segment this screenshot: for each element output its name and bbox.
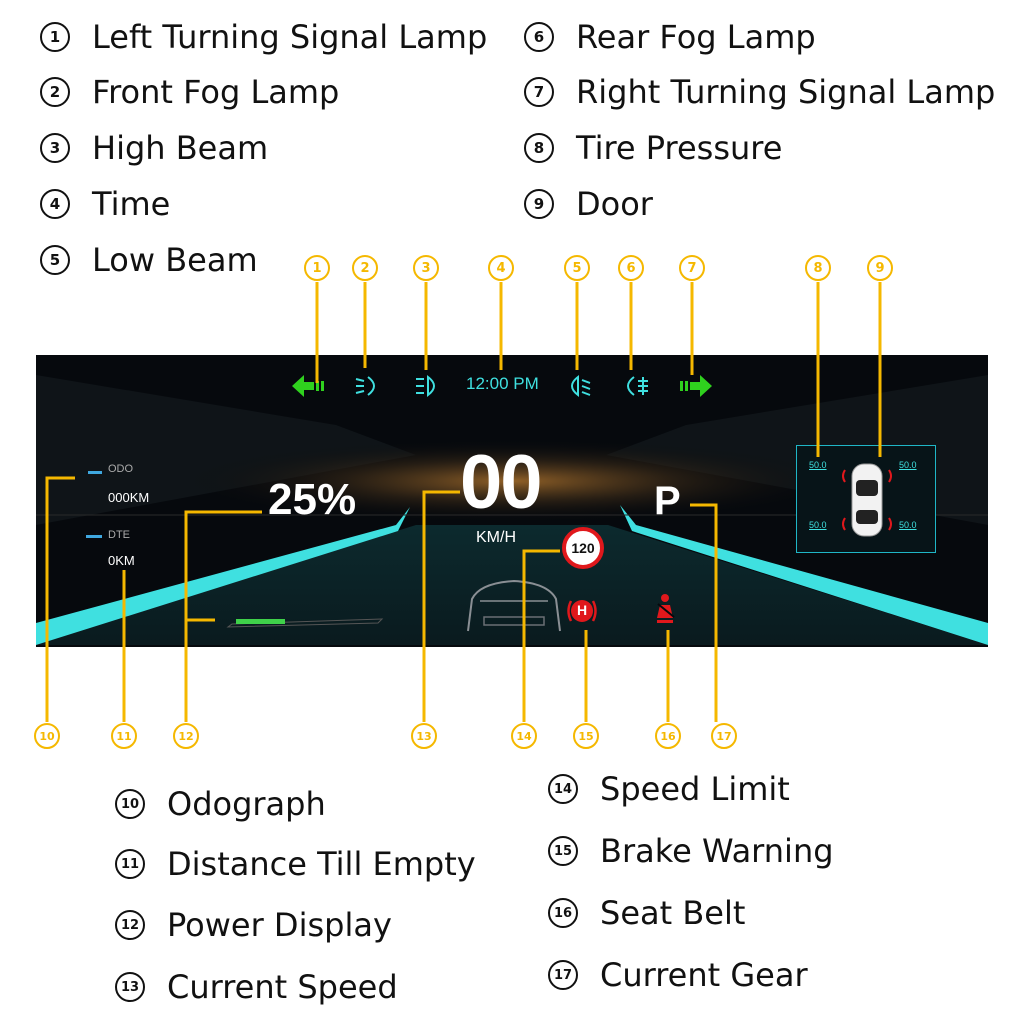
legend-label: Brake Warning [600,832,834,870]
legend-label: Tire Pressure [576,129,783,167]
callout-marker-17: 17 [711,723,737,749]
legend-label: High Beam [92,129,269,167]
speed-unit: KM/H [476,529,516,546]
legend-number: 14 [548,774,578,804]
legend-label: Odograph [167,785,326,823]
legend-label: Right Turning Signal Lamp [576,73,996,111]
speed-limit-value: 120 [571,540,595,556]
legend-label: Front Fog Lamp [92,73,340,111]
legend-number: 9 [524,189,554,219]
legend-item-1: 1 Left Turning Signal Lamp [40,18,487,56]
callout-marker-6: 6 [618,255,644,281]
front-fog-lamp-icon [355,376,375,396]
callout-marker-9: 9 [867,255,893,281]
rear-fog-lamp-icon [627,376,648,396]
legend-item-16: 16 Seat Belt [548,894,745,932]
legend-label: Current Gear [600,956,808,994]
callout-marker-15: 15 [573,723,599,749]
callout-marker-4: 4 [488,255,514,281]
legend-number: 12 [115,910,145,940]
legend-item-2: 2 Front Fog Lamp [40,73,339,111]
legend-item-8: 8 Tire Pressure [524,129,782,167]
callout-marker-3: 3 [413,255,439,281]
callout-marker-12: 12 [173,723,199,749]
tire-pressure-panel: 50.0 50.0 50.0 50.0 [796,445,936,553]
legend-label: Speed Limit [600,770,790,808]
legend-number: 6 [524,22,554,52]
legend-label: Low Beam [92,241,258,279]
seatbelt-warning-icon [657,594,675,623]
tire-front-left: 50.0 [809,460,827,470]
callout-marker-10: 10 [34,723,60,749]
callout-marker-16: 16 [655,723,681,749]
odo-label: ODO [108,463,134,475]
legend-item-6: 6 Rear Fog Lamp [524,18,816,56]
callout-marker-13: 13 [411,723,437,749]
legend-number: 17 [548,960,578,990]
callout-marker-14: 14 [511,723,537,749]
callout-marker-2: 2 [352,255,378,281]
legend-item-17: 17 Current Gear [548,956,808,994]
legend-number: 13 [115,972,145,1002]
legend-label: Power Display [167,906,392,944]
time-display: 12:00 PM [466,374,539,393]
legend-number: 2 [40,77,70,107]
legend-item-12: 12 Power Display [115,906,392,944]
legend-number: 3 [40,133,70,163]
legend-number: 7 [524,77,554,107]
legend-item-10: 10 Odograph [115,785,326,823]
legend-number: 16 [548,898,578,928]
speed-limit-sign: 120 [562,527,604,569]
legend-number: 10 [115,789,145,819]
dte-icon [86,535,102,538]
legend-number: 8 [524,133,554,163]
callout-marker-1: 1 [304,255,330,281]
legend-item-3: 3 High Beam [40,129,268,167]
low-beam-icon [571,374,591,398]
legend-item-13: 13 Current Speed [115,968,398,1006]
legend-label: Time [92,185,171,223]
legend-item-15: 15 Brake Warning [548,832,834,870]
brake-symbol: H [576,602,588,618]
high-beam-icon [416,374,435,398]
current-speed: 00 [460,440,543,525]
odo-icon [88,471,102,474]
legend-item-14: 14 Speed Limit [548,770,790,808]
indicator-row [292,374,712,398]
current-gear: P [654,479,681,523]
tire-rear-left: 50.0 [809,520,827,530]
legend-item-11: 11 Distance Till Empty [115,845,476,883]
legend-item-4: 4 Time [40,185,170,223]
callout-marker-11: 11 [111,723,137,749]
legend-item-7: 7 Right Turning Signal Lamp [524,73,995,111]
legend-label: Left Turning Signal Lamp [92,18,488,56]
dte-value: 0KM [108,553,135,568]
dte-label: DTE [108,529,130,541]
tire-rear-right: 50.0 [899,520,917,530]
legend-label: Current Speed [167,968,398,1006]
dashboard-screen: 12:00 PM ODO 000KM DTE 0KM 25% 00 KM/H 1… [36,355,988,647]
left-turn-arrow-icon [292,375,324,397]
callout-marker-7: 7 [679,255,705,281]
legend-label: Rear Fog Lamp [576,18,816,56]
legend-label: Distance Till Empty [167,845,476,883]
callout-marker-5: 5 [564,255,590,281]
odo-value: 000KM [108,490,150,505]
legend-number: 4 [40,189,70,219]
brake-warning-icon: H [566,595,598,627]
legend-number: 15 [548,836,578,866]
callout-marker-8: 8 [805,255,831,281]
right-turn-arrow-icon [680,375,712,397]
car-top-view-icon [842,463,892,537]
legend-number: 5 [40,245,70,275]
legend-item-5: 5 Low Beam [40,241,258,279]
legend-number: 11 [115,849,145,879]
legend-number: 1 [40,22,70,52]
tire-front-right: 50.0 [899,460,917,470]
legend-item-9: 9 Door [524,185,653,223]
power-percent: 25% [268,475,357,524]
legend-label: Door [576,185,653,223]
legend-label: Seat Belt [600,894,746,932]
